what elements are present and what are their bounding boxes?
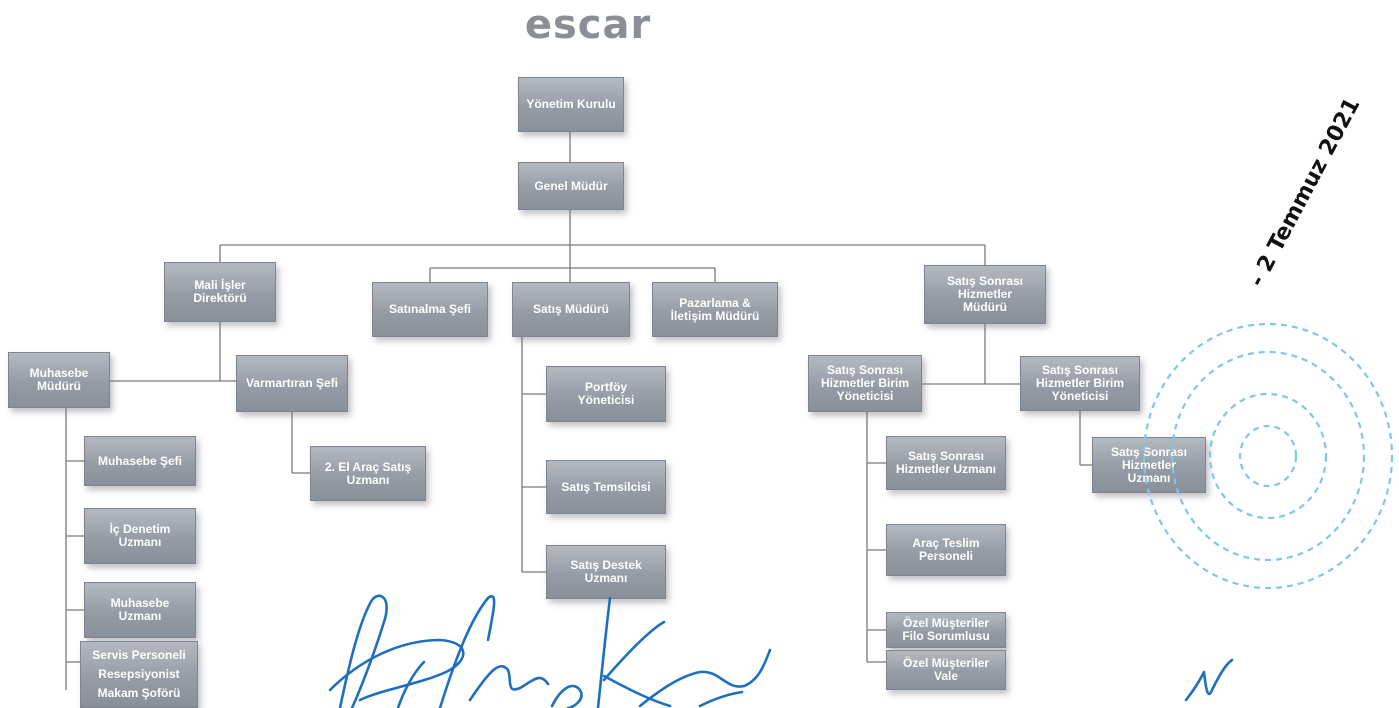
node-muhasebe-muduru: Muhasebe Müdürü [8,352,110,408]
node-muhasebe-sefi: Muhasebe Şefi [84,436,196,486]
node-servis-personeli-resepsiyonist-makam-soforu: Servis Personeli Resepsiyonist Makam Şof… [80,641,198,708]
company-seal-stamp [1142,322,1394,590]
node-genel-mudur: Genel Müdür [518,162,624,210]
node-ikinci-el-arac-satis-uzmani: 2. El Araç Satış Uzmanı [310,446,426,501]
escar-logo: escar [524,2,652,48]
node-ic-denetim-uzmani: İç Denetim Uzmanı [84,508,196,564]
node-portfoy-yoneticisi: Portföy Yöneticisi [546,366,666,422]
node-satis-sonrasi-hizmetler-muduru: Satış Sonrası Hizmetler Müdürü [924,265,1046,324]
node-satinalma-sefi: Satınalma Şefi [372,282,488,337]
node-ssh-birim-yoneticisi-2: Satış Sonrası Hizmetler Birim Yöneticisi [1020,356,1140,411]
node-ssh-uzmani-1: Satış Sonrası Hizmetler Uzmanı [886,436,1006,490]
node-ozel-musteriler-filo-sorumlusu: Özel Müşteriler Filo Sorumlusu [886,612,1006,648]
node-pazarlama-iletisim-muduru: Pazarlama & İletişim Müdürü [652,282,778,337]
node-varmartiran-sefi: Varmartıran Şefi [236,355,348,412]
node-mali-isler-direktoru: Mali İşler Direktörü [164,262,276,322]
node-satis-temsilcisi: Satış Temsilcisi [546,460,666,514]
node-arac-teslim-personeli: Araç Teslim Personeli [886,524,1006,576]
node-ssh-birim-yoneticisi-1: Satış Sonrası Hizmetler Birim Yöneticisi [808,355,922,412]
node-satis-muduru: Satış Müdürü [512,282,630,337]
node-muhasebe-uzmani: Muhasebe Uzmanı [84,582,196,638]
node-yonetim-kurulu: Yönetim Kurulu [518,77,624,132]
node-satis-destek-uzmani: Satış Destek Uzmanı [546,545,666,599]
node-ozel-musteriler-vale: Özel Müşteriler Vale [886,650,1006,690]
node-ssh-uzmani-2: Satış Sonrası Hizmetler Uzmanı [1092,437,1206,493]
